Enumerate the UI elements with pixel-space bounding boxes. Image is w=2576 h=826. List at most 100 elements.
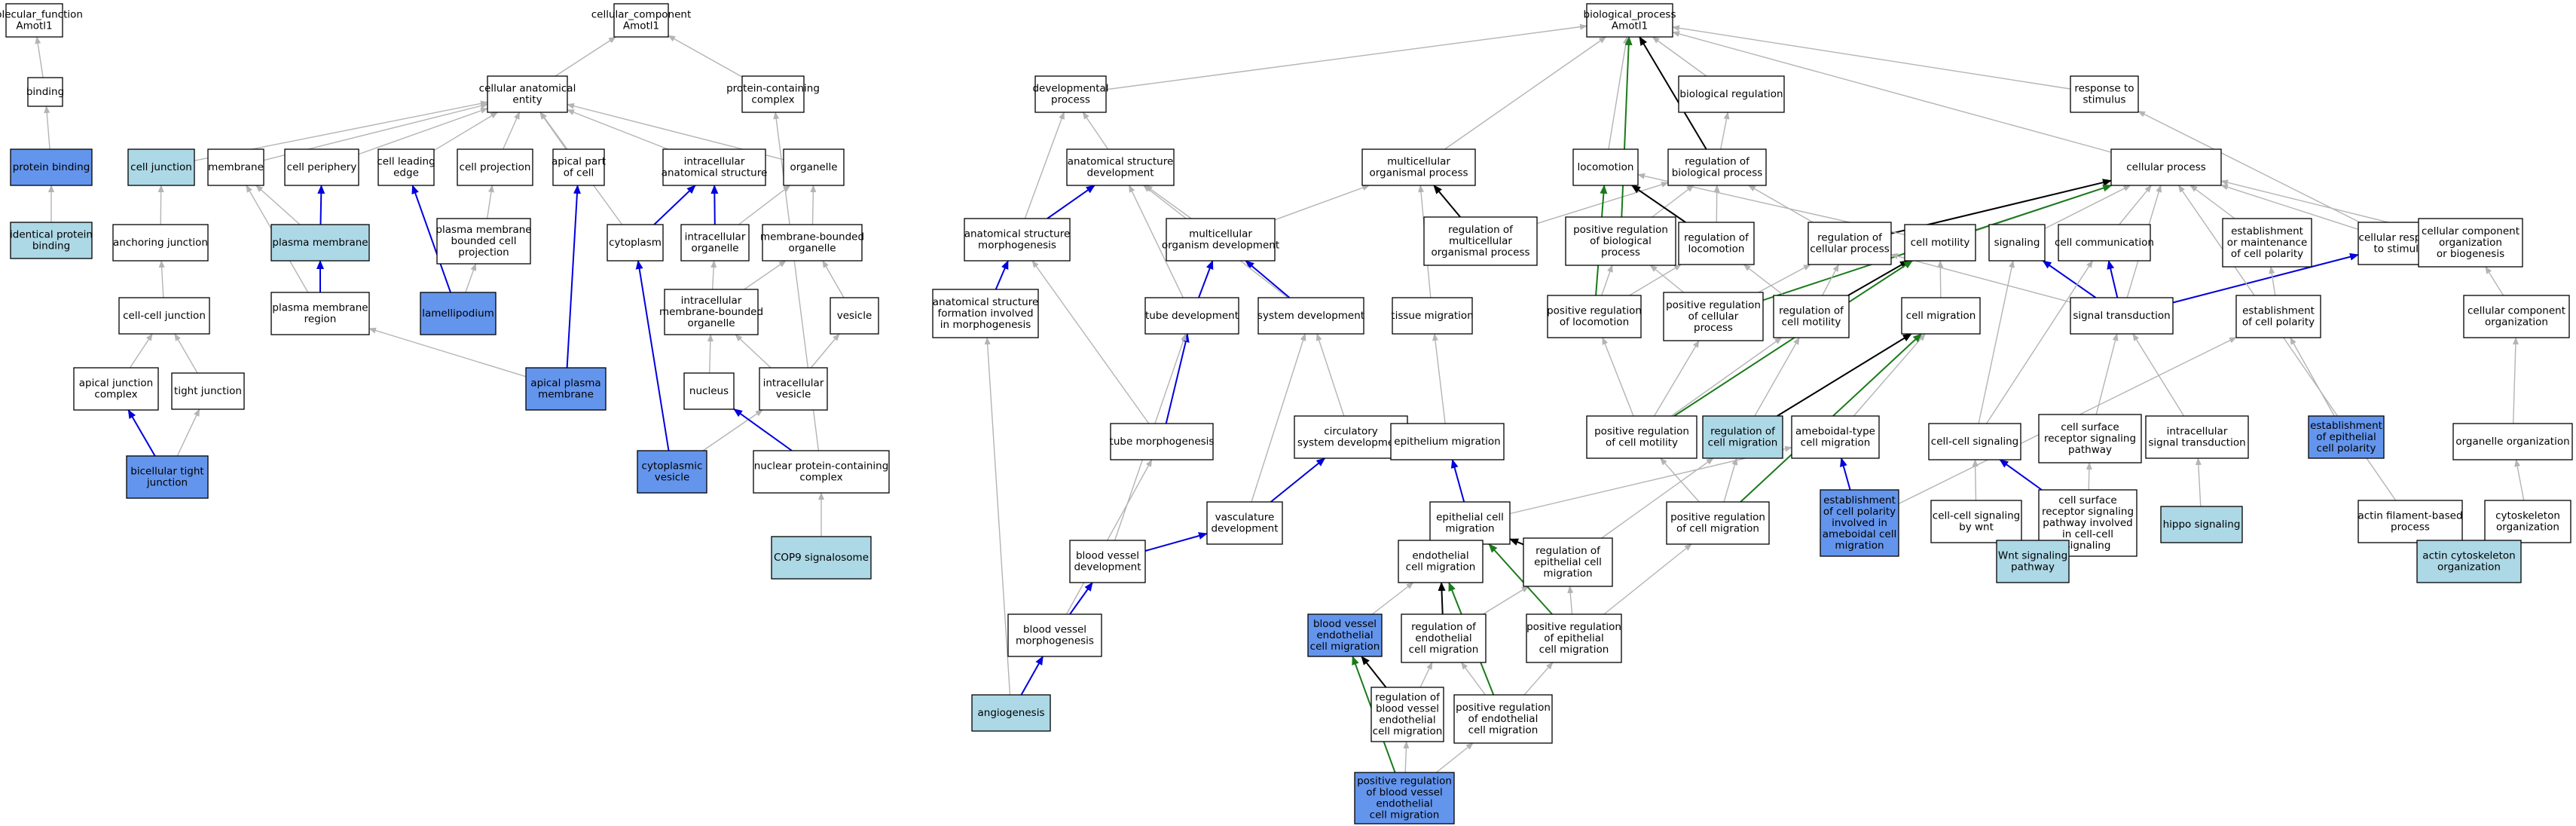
edge-is_a bbox=[1758, 264, 1811, 293]
edge-is_a bbox=[35, 36, 44, 78]
edge-is_a bbox=[1602, 337, 1634, 417]
edge-is_a bbox=[1754, 337, 1800, 417]
go-term-label: actin filament-based bbox=[2358, 510, 2462, 522]
go-term-label: cell migration bbox=[1406, 561, 1476, 574]
edge-pos_reg bbox=[1621, 36, 1633, 218]
go-term-label: regulation of bbox=[1448, 224, 1514, 236]
edge-part_of bbox=[1069, 582, 1093, 615]
edge-is_a bbox=[368, 327, 527, 378]
go-term-label: stimulus bbox=[2082, 94, 2125, 106]
go-term-box bbox=[118, 297, 210, 335]
go-term-label: junction bbox=[146, 477, 188, 489]
go-term-label: positive regulation bbox=[1573, 224, 1668, 236]
go-term-box bbox=[1702, 415, 1783, 459]
go-term-label: of endothelial bbox=[1468, 713, 1539, 725]
go-term-node: cellular process bbox=[2110, 148, 2222, 186]
go-term-label: locomotion bbox=[1688, 243, 1745, 255]
go-term-label: migration bbox=[1543, 567, 1592, 580]
go-term-label: Amotl1 bbox=[623, 20, 659, 32]
go-term-box bbox=[1307, 613, 1383, 657]
go-term-label: cell-cell junction bbox=[123, 310, 206, 322]
go-term-label: organelle bbox=[790, 161, 837, 173]
go-term-box bbox=[932, 289, 1039, 338]
go-term-label: of cellular bbox=[1688, 311, 1739, 323]
go-term-box bbox=[753, 450, 890, 494]
go-term-label: establishment bbox=[2231, 225, 2303, 237]
go-term-box bbox=[420, 292, 497, 335]
go-term-box bbox=[2308, 415, 2385, 459]
go-term-label: of blood vessel bbox=[1366, 787, 1442, 799]
go-term-label: response to bbox=[2074, 83, 2134, 95]
edge-is_a bbox=[1747, 185, 1814, 223]
go-term-label: endothelial bbox=[1376, 798, 1432, 810]
edge-is_a bbox=[1251, 333, 1306, 503]
go-term-box bbox=[680, 224, 750, 262]
go-term-label: blood vessel bbox=[1023, 624, 1086, 636]
go-term-label: cell motility bbox=[1911, 237, 1970, 249]
edge-is_a bbox=[2137, 110, 2361, 223]
go-term-label: Amotl1 bbox=[16, 20, 52, 32]
go-term-label: in morphogenesis bbox=[940, 319, 1031, 331]
go-term-label: blood vessel bbox=[1076, 550, 1139, 562]
go-term-box bbox=[771, 536, 872, 580]
edge-is_a bbox=[2269, 266, 2276, 296]
edge-regulates bbox=[1509, 538, 1524, 546]
go-term-label: bicellular tight bbox=[130, 466, 203, 478]
edge-is_a bbox=[2220, 179, 2419, 231]
go-term-box bbox=[2070, 75, 2139, 113]
go-term-label: cell migration bbox=[1310, 641, 1380, 653]
go-term-box bbox=[2484, 500, 2571, 543]
go-term-label: cell migration bbox=[1409, 644, 1479, 656]
go-term-box bbox=[1807, 222, 1892, 265]
go-term-label: positive regulation bbox=[1547, 305, 1642, 317]
go-term-label: morphogenesis bbox=[978, 240, 1056, 252]
go-term-label: cytoplasm bbox=[609, 237, 662, 249]
go-term-label: signaling bbox=[2065, 540, 2111, 552]
go-term-label: organization bbox=[2496, 522, 2559, 534]
go-term-box bbox=[487, 75, 568, 113]
go-term-box bbox=[1791, 415, 1880, 459]
edge-regulates bbox=[1639, 36, 1707, 150]
go-term-label: lamellipodium bbox=[422, 307, 494, 320]
go-term-label: protein binding bbox=[13, 161, 90, 173]
edge-is_a bbox=[1601, 457, 1714, 539]
edge-is_a bbox=[1743, 264, 1785, 296]
go-term-box bbox=[1206, 501, 1283, 545]
go-term-label: membrane bbox=[538, 389, 594, 401]
go-term-label: pathway involved bbox=[2043, 517, 2132, 529]
edge-is_a bbox=[738, 185, 791, 225]
go-term-box bbox=[2463, 295, 2570, 338]
go-term-box bbox=[1773, 295, 1850, 338]
go-term-label: region bbox=[304, 314, 337, 326]
edge-is_a bbox=[129, 333, 153, 369]
edge-is_a bbox=[555, 36, 616, 77]
go-term-node: organelle organization bbox=[2452, 423, 2573, 460]
go-term-box bbox=[1988, 224, 2046, 262]
go-term-node: vesicle bbox=[830, 297, 879, 335]
go-term-label: apical plasma bbox=[530, 378, 600, 390]
go-term-label: cell migration bbox=[1801, 437, 1871, 449]
go-term-label: by wnt bbox=[1959, 522, 1994, 534]
edge-is_a bbox=[157, 185, 164, 225]
edge-regulates bbox=[1777, 333, 1912, 417]
go-term-label: process bbox=[1601, 246, 1640, 259]
go-term-label: pathway bbox=[2068, 444, 2112, 456]
go-term-label: regulation of bbox=[1375, 692, 1441, 704]
edge-is_a bbox=[810, 185, 817, 225]
go-term-box bbox=[1901, 297, 1981, 335]
go-term-label: tube morphogenesis bbox=[1110, 436, 1215, 448]
go-term-label: entity bbox=[512, 94, 542, 106]
go-term-label: complex bbox=[751, 94, 794, 106]
go-term-label: membrane-bounded bbox=[659, 306, 763, 318]
go-term-node: cell motility bbox=[1904, 224, 1976, 262]
